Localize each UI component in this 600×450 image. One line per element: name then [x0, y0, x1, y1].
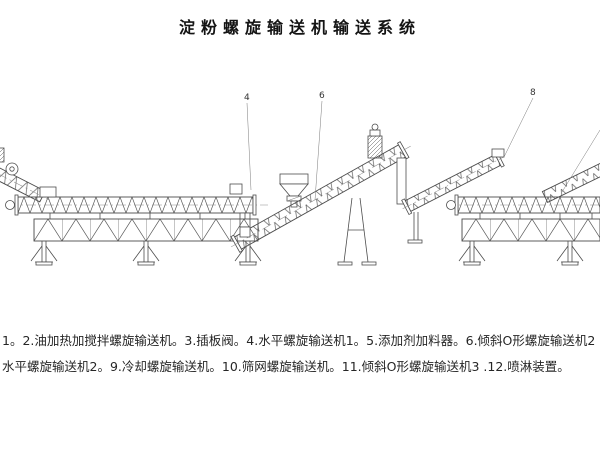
page-title: 淀粉螺旋输送机输送系统: [178, 18, 421, 37]
inlet-box: [39, 186, 57, 198]
discharge-valve: [229, 183, 243, 195]
truss-leg: [458, 241, 486, 266]
end-bearing: [5, 200, 15, 210]
truss-support-1: [30, 218, 262, 266]
end-bearing: [446, 200, 456, 210]
inclined-drive-motor: [367, 123, 383, 159]
truss-leg: [132, 241, 160, 266]
feeder-funnel: [279, 183, 309, 197]
legend-line-2: 水平螺旋输送机2。9.冷却螺旋输送机。10.筛网螺旋输送机。11.倾斜O形螺旋输…: [2, 359, 570, 374]
inclined-support: [337, 197, 377, 266]
horizontal-conveyor-2: [446, 160, 600, 219]
inclined-conveyor-3: [401, 148, 505, 244]
truss-leg: [234, 241, 262, 266]
inclined-inlet: [239, 226, 251, 238]
legend-line-1: 1。2.油加热加搅拌螺旋输送机。3.插板阀。4.水平螺旋输送机1。5.添加剂加料…: [2, 333, 596, 348]
callout-6: 6: [319, 91, 325, 101]
left-shaft-flange: [5, 162, 19, 176]
truss-leg: [556, 241, 584, 266]
inclined-conveyor-2: [230, 123, 411, 266]
callout-4: 4: [244, 93, 250, 103]
left-motor: [0, 147, 5, 163]
truss-support-2: [458, 218, 600, 266]
top-box: [491, 148, 505, 158]
inclined-stub-right: [541, 160, 600, 203]
feeder-tank: [279, 173, 309, 185]
callout-8: 8: [530, 88, 536, 98]
discharge-pipe: [396, 157, 407, 205]
callout-leaders: [246, 97, 600, 201]
additive-feeder: [279, 173, 309, 208]
truss-leg: [30, 241, 58, 266]
parts-legend: 1。2.油加热加搅拌螺旋输送机。3.插板阀。4.水平螺旋输送机1。5.添加剂加料…: [2, 328, 600, 380]
